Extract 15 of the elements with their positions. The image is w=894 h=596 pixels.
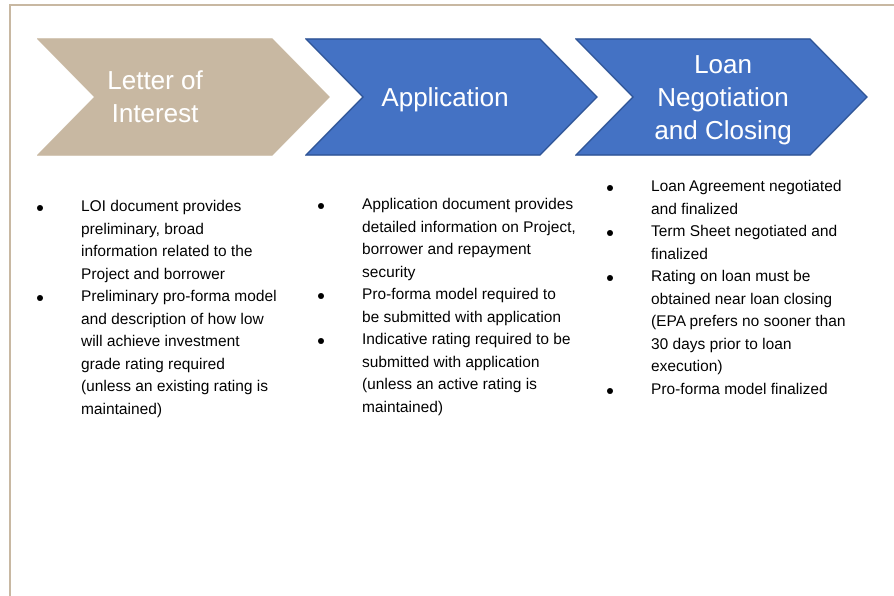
bullet-text: Pro-forma model finalized: [651, 380, 829, 400]
bullet-text: Loan Agreement negotiated and finalized: [651, 177, 842, 220]
chevron-step: [37, 38, 330, 156]
bullet-text: Indicative rating required to be submitted with application (unless an active rating is maintained): [362, 330, 572, 418]
bullet-text: Pro-forma model required to be submitted with application: [362, 285, 562, 328]
bullet-text: Application document provides detailed information on Project, borrower and repayment security: [362, 195, 576, 282]
step-title: Letter of Interest: [106, 64, 204, 130]
chevron-step: [575, 38, 868, 156]
bullet-text: Term Sheet negotiated and finalized: [651, 222, 838, 264]
chevron-step: [305, 38, 598, 156]
step-title: Loan Negotiation and Closing: [653, 48, 793, 146]
bullet-text: Rating on loan must be obtained near loan closing (EPA prefers no sooner than 30 days prior to loan execution): [651, 267, 846, 377]
bullet-text: LOI document provides preliminary, broad information related to the Project and borrower: [81, 197, 254, 284]
step-title: Application: [381, 80, 509, 114]
bullet-text: Preliminary pro-forma model and description of how low will achieve investment grade rating required (unless an existing rating is maintained): [81, 287, 277, 420]
